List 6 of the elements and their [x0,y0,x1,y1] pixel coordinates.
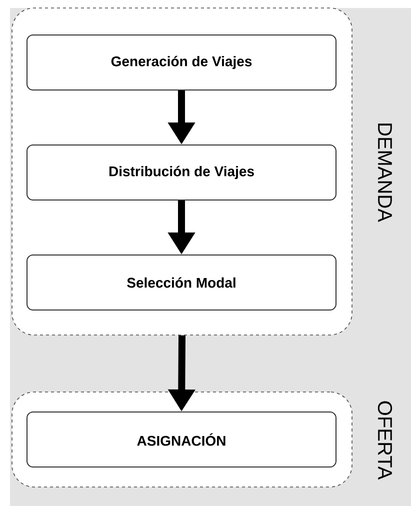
process-box: Distribución de Viajes [26,144,336,200]
process-box: ASIGNACIÓN [26,412,336,468]
process-box: Generación de Viajes [26,34,336,90]
group-label: OFERTA [378,401,392,480]
group-label: DEMANDA [378,124,392,222]
process-box: Selección Modal [26,254,336,310]
